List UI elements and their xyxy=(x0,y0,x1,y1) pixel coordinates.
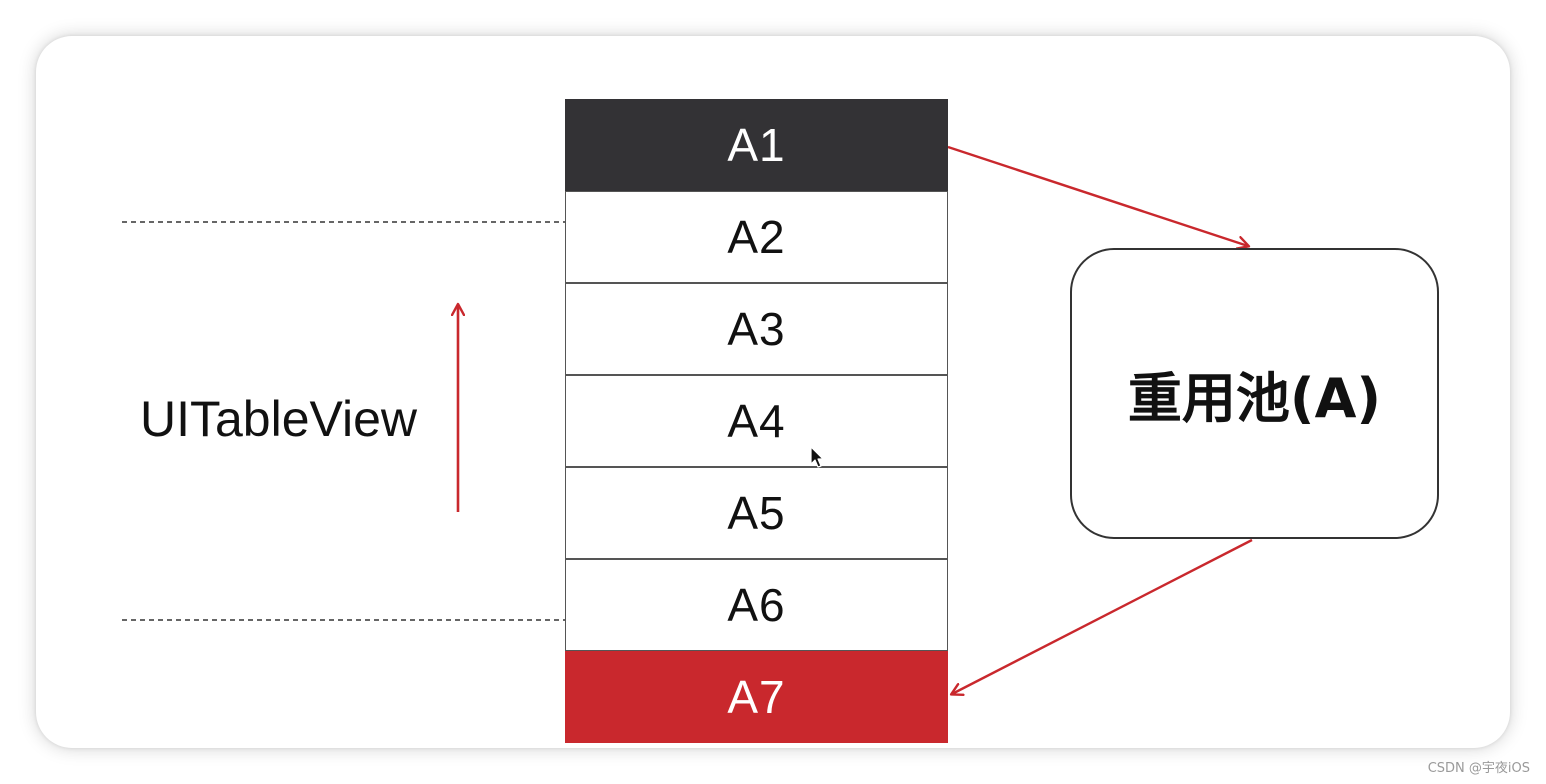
cell-label: A7 xyxy=(727,671,786,723)
cell-label: A4 xyxy=(727,395,786,447)
table-cell-a4: A4 xyxy=(565,375,948,467)
mouse-pointer-icon xyxy=(810,446,824,468)
cell-label: A1 xyxy=(727,119,786,171)
cell-label: A2 xyxy=(727,211,786,263)
reuse-pool-label: 重用池(A) xyxy=(1127,367,1382,430)
table-cell-a2: A2 xyxy=(565,191,948,283)
watermark: CSDN @宇夜iOS xyxy=(1427,761,1530,776)
table-cell-a7: A7 xyxy=(565,651,948,743)
cell-label: A6 xyxy=(727,579,786,631)
cell-label: A3 xyxy=(727,303,786,355)
table-view-label: UITableView xyxy=(140,391,418,447)
reuse-pool-box: 重用池(A) xyxy=(1070,248,1439,539)
table-view-cells: A1 A2 A3 A4 A5 A6 A7 xyxy=(565,99,948,743)
table-cell-a6: A6 xyxy=(565,559,948,651)
cell-label: A5 xyxy=(727,487,786,539)
table-cell-a1: A1 xyxy=(565,99,948,191)
table-cell-a3: A3 xyxy=(565,283,948,375)
table-cell-a5: A5 xyxy=(565,467,948,559)
